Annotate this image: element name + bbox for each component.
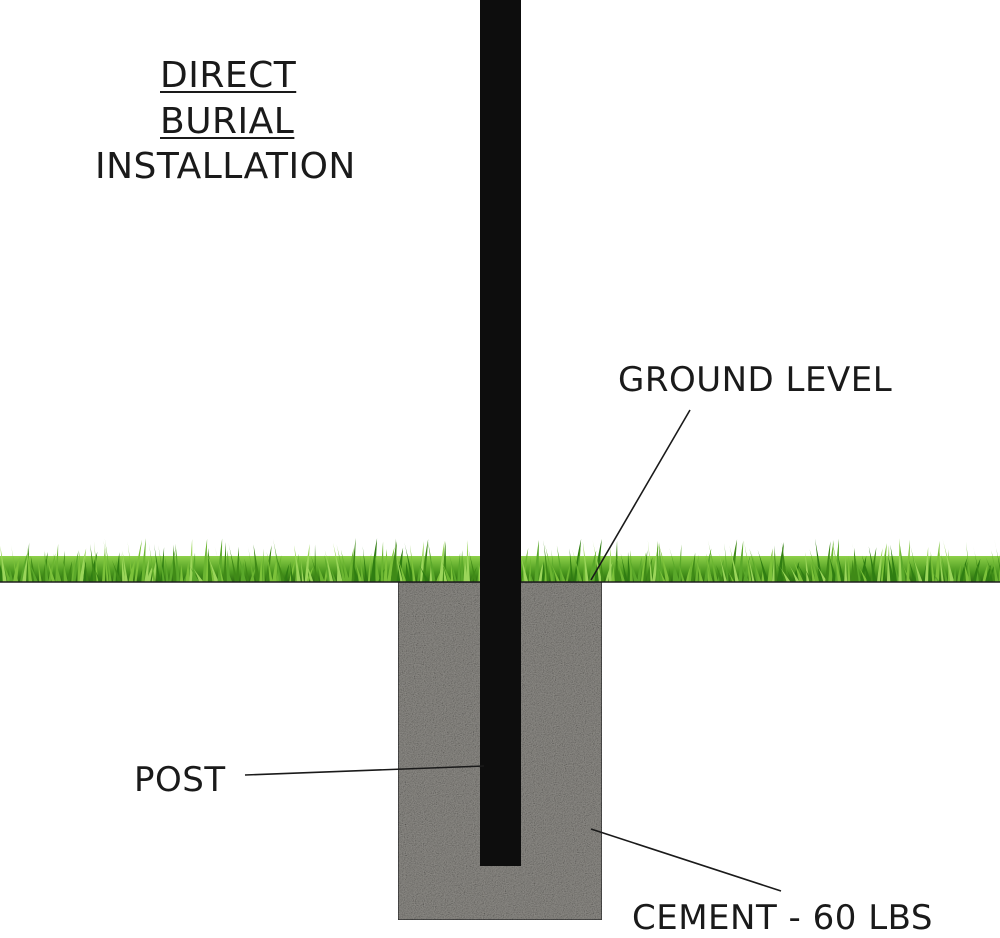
ground-level-leader-line (590, 409, 691, 581)
post-leader-line (244, 765, 485, 776)
cement-leader-line (590, 828, 782, 892)
title-line-installation: INSTALLATION (95, 146, 356, 187)
title-line-direct: DIRECT (160, 55, 297, 96)
post-label: POST (134, 760, 226, 800)
post-shape (480, 0, 521, 866)
cement-label: CEMENT - 60 LBS (632, 898, 933, 938)
title-line-burial: BURIAL (160, 101, 295, 142)
ground-level-label: GROUND LEVEL (618, 360, 893, 400)
